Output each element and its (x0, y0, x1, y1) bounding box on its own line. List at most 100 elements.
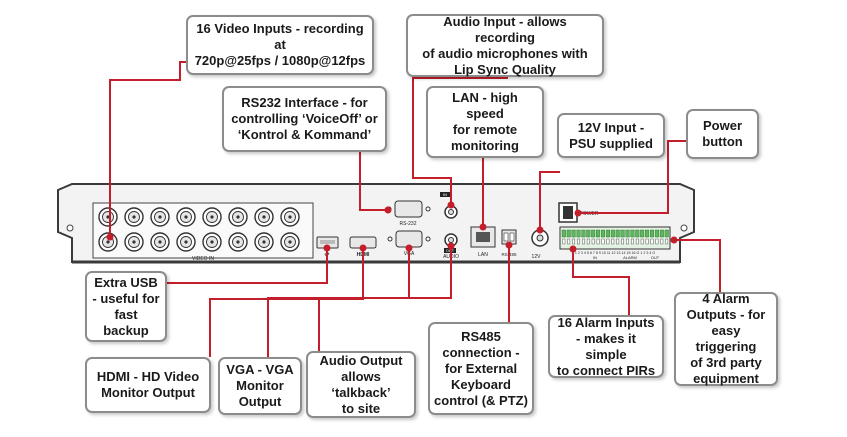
alarm-terminal-slot[interactable] (596, 229, 601, 238)
alarm-terminal-slot[interactable] (605, 229, 610, 238)
bnc-connector[interactable] (150, 207, 170, 227)
video-in-label: VIDEO IN (192, 256, 214, 262)
alarm-terminal-hole (572, 238, 576, 245)
alarm-in-label: IN (593, 255, 597, 260)
alarm-terminal-hole (611, 238, 615, 245)
alarm-terminal-hole (586, 238, 590, 245)
alarm-terminal-hole (660, 238, 664, 245)
leader-vga (267, 248, 410, 357)
alarm-terminal-slot[interactable] (620, 229, 625, 238)
leader-hdmi (209, 248, 364, 357)
alarm-terminal-slot[interactable] (635, 229, 640, 238)
alarm-terminal-slot[interactable] (625, 229, 630, 238)
rs232-port[interactable] (394, 200, 423, 218)
alarm-terminal-hole (635, 238, 639, 245)
alarm-panel-label: ALARM (623, 255, 637, 260)
bnc-connector[interactable] (254, 232, 274, 252)
mount-screw-right (680, 224, 688, 232)
callout-audio-output: Audio Output allows ‘talkback’ to site (306, 351, 416, 418)
bnc-connector[interactable] (254, 207, 274, 227)
callout-12v-input: 12V Input - PSU supplied (557, 113, 665, 158)
leader-alarm-outputs (674, 239, 721, 292)
alarm-terminal-slot[interactable] (640, 229, 645, 238)
leader-audio-input (412, 77, 508, 205)
alarm-terminal-slot[interactable] (630, 229, 635, 238)
bnc-connectors (98, 207, 300, 252)
alarm-terminal-hole (562, 238, 566, 245)
alarm-terminal-hole (640, 238, 644, 245)
alarm-terminal-hole (665, 238, 669, 245)
v12-panel-label: 12V (532, 254, 542, 260)
bnc-connector[interactable] (202, 232, 222, 252)
bnc-connector[interactable] (150, 232, 170, 252)
alarm-terminal-hole (582, 238, 585, 245)
alarm-terminal-hole (616, 238, 620, 245)
bnc-connector[interactable] (98, 207, 118, 227)
alarm-terminals (561, 229, 669, 245)
leader-audio-output (318, 246, 452, 357)
alarm-out-label: OUT (651, 255, 660, 260)
callout-vga: VGA - VGA Monitor Output (218, 357, 302, 415)
mount-screw-left (66, 224, 74, 232)
alarm-terminal-slot[interactable] (654, 229, 659, 238)
alarm-terminal-slot[interactable] (566, 229, 571, 238)
leader-end-dots (106, 201, 678, 253)
bnc-connector[interactable] (124, 207, 144, 227)
callout-hdmi: HDMI - HD Video Monitor Output (85, 357, 211, 413)
alarm-terminal-hole (606, 238, 610, 245)
alarm-terminal-hole (650, 238, 654, 245)
callout-rs232: RS232 Interface - for controlling ‘Voice… (222, 86, 387, 152)
bnc-connector[interactable] (124, 232, 144, 252)
bnc-connector[interactable] (280, 232, 300, 252)
alarm-terminal-slot[interactable] (571, 229, 576, 238)
alarm-terminal-slot[interactable] (581, 229, 586, 238)
callout-lan: LAN - high speed for remote monitoring (426, 86, 544, 158)
alarm-terminal-hole (591, 238, 595, 245)
leader-rs232 (359, 152, 388, 211)
alarm-terminal-slot[interactable] (615, 229, 620, 238)
dvr-unit: VIDEO IN RS-232 VGA HDMI ⇌ IN (57, 183, 695, 264)
alarm-terminal-slot[interactable] (610, 229, 615, 238)
callout-power-button: Power button (686, 109, 759, 159)
alarm-terminal-slot[interactable] (561, 229, 566, 238)
leader-lines (109, 61, 721, 357)
leader-usb (167, 248, 328, 284)
alarm-terminal-hole (655, 238, 659, 245)
alarm-terminal-hole (601, 238, 605, 245)
callout-extra-usb: Extra USB - useful for fast backup (85, 271, 167, 342)
alarm-terminal-slot[interactable] (659, 229, 664, 238)
rs232-panel-label: RS-232 (400, 221, 417, 227)
alarm-terminal-slot[interactable] (650, 229, 655, 238)
alarm-terminal-slot[interactable] (586, 229, 591, 238)
alarm-terminal-hole (621, 238, 625, 245)
bnc-connector[interactable] (228, 232, 248, 252)
callout-alarm-outputs: 4 Alarm Outputs - for easy triggering of… (674, 291, 778, 386)
callout-video-inputs: 16 Video Inputs - recording at 720p@25fp… (186, 15, 374, 75)
leader-alarm-inputs (572, 249, 630, 315)
alarm-terminal-slot[interactable] (664, 229, 669, 238)
leader-12v (539, 171, 560, 230)
alarm-terminal-hole (631, 238, 634, 245)
video-in-block (92, 202, 314, 259)
leader-power (578, 140, 686, 214)
alarm-terminal-slot[interactable] (591, 229, 596, 238)
alarm-terminal-hole (626, 238, 629, 245)
bnc-connector[interactable] (202, 207, 222, 227)
bnc-connector[interactable] (176, 232, 196, 252)
callout-rs485: RS485 connection - for External Keyboard… (428, 322, 534, 415)
bnc-connector[interactable] (176, 207, 196, 227)
alarm-terminal-slot[interactable] (601, 229, 606, 238)
bnc-connector[interactable] (280, 207, 300, 227)
alarm-terminal-hole (577, 238, 580, 245)
alarm-terminal-hole (645, 238, 649, 245)
callout-alarm-inputs: 16 Alarm Inputs - makes it simple to con… (548, 315, 664, 378)
alarm-terminal-hole (567, 238, 571, 245)
callout-audio-input: Audio Input - allows recording of audio … (406, 14, 604, 77)
alarm-terminal-slot[interactable] (645, 229, 650, 238)
alarm-pin-labels: 1 2 3 4 5 6 7 8 9 10 11 12 13 14 15 16 G… (575, 251, 655, 255)
alarm-terminal-slot[interactable] (576, 229, 581, 238)
bnc-connector[interactable] (228, 207, 248, 227)
audio-in-label: IN (443, 192, 447, 197)
